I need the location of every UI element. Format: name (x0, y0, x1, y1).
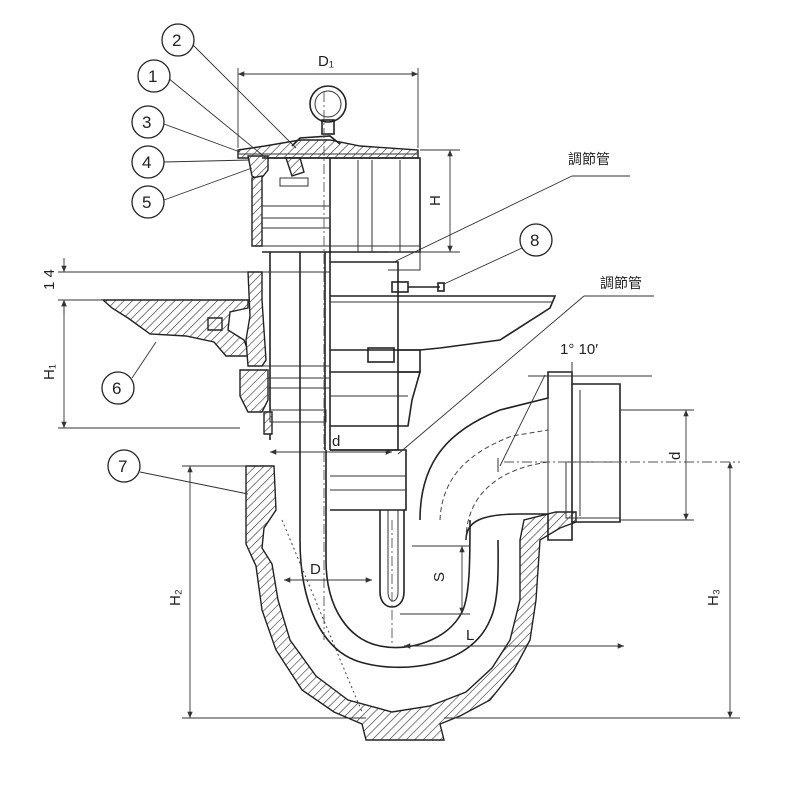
dim-l-label: L (466, 627, 474, 644)
svg-text:5: 5 (142, 193, 151, 212)
svg-text:6: 6 (112, 379, 121, 398)
callout-3: 3 (131, 105, 165, 139)
svg-text:3: 3 (142, 113, 151, 132)
angle-label: 1° 10′ (560, 341, 598, 358)
outlet-elbow (419, 362, 621, 541)
dim-14-label: 1 4 (41, 269, 58, 290)
adjust-pipe-label-top: 調節管 (568, 151, 610, 168)
callout-7: 7 (107, 449, 141, 483)
middle-body (101, 251, 557, 451)
adjust-pipe-label-bottom: 調節管 (600, 275, 642, 292)
leader-lines (131, 43, 654, 495)
callout-5: 5 (131, 185, 165, 219)
dim-d-top-label: d (332, 433, 340, 450)
strainer-cover (237, 85, 421, 253)
svg-text:2: 2 (172, 31, 181, 50)
callout-6: 6 (101, 371, 135, 405)
dim-h2-label: H₂ (167, 589, 184, 606)
callout-2: 2 (161, 23, 195, 57)
dim-d-right-label: d (667, 452, 684, 460)
dim-d-label: D (310, 561, 321, 578)
ring-handle-icon (309, 85, 347, 123)
center-lines (323, 92, 740, 646)
callout-1: 1 (137, 59, 171, 93)
svg-text:4: 4 (142, 153, 151, 172)
dim-d1-label: D₁ (318, 53, 334, 70)
trap-body (245, 440, 577, 741)
dim-h1-label: H₁ (41, 364, 58, 380)
svg-text:7: 7 (118, 457, 127, 476)
svg-text:8: 8 (530, 231, 539, 250)
svg-text:1: 1 (148, 67, 157, 86)
callout-8: 8 (519, 223, 553, 257)
dimensions: D₁ H 1 4 H₁ d H₂ H₃ d D (41, 53, 740, 719)
dim-h3-label: H₃ (705, 589, 722, 606)
dim-s-label: S (431, 572, 448, 582)
callout-4: 4 (131, 145, 165, 179)
callouts: 2 1 3 4 5 6 7 8 (101, 23, 553, 483)
dim-h-label: H (427, 195, 444, 206)
